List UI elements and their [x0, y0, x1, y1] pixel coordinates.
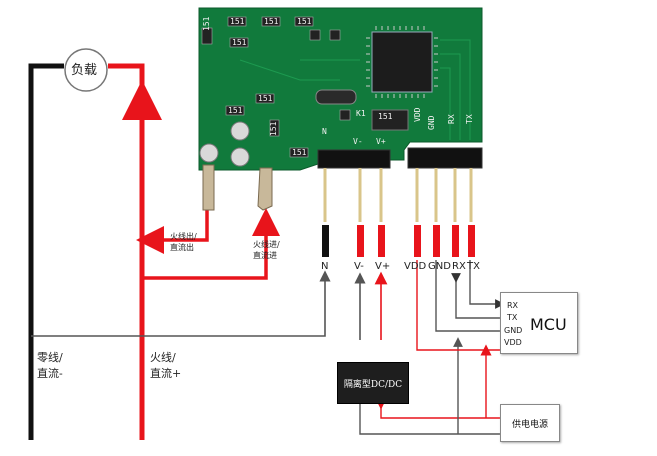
load-out-wire	[108, 63, 145, 440]
pin-label-vminus: V-	[354, 261, 364, 272]
silk-rx: RX	[447, 114, 456, 124]
mcu-pin-gnd: GND	[504, 326, 523, 335]
pcb-ic	[371, 31, 433, 93]
pin-label-rx: RX	[452, 261, 466, 272]
pcb-terminal-2	[230, 147, 250, 167]
tx-wire	[469, 260, 505, 309]
load-circle	[64, 48, 108, 92]
metal-terminal-out	[202, 164, 215, 211]
neutral-label-1: 零线/	[37, 351, 63, 364]
chip-code: 151	[378, 112, 393, 121]
n-feed-wire	[31, 270, 331, 337]
chip-code: 151	[232, 38, 247, 47]
pin-sleeve-n	[322, 225, 329, 257]
pcb-module	[198, 7, 483, 222]
pin-label-vplus: V+	[375, 261, 391, 272]
dcdc-box: 隔离型DC/DC	[337, 362, 409, 404]
silk-vdd: VDD	[413, 107, 422, 122]
dcdc-gnd-in	[359, 404, 500, 435]
dcdc-label: 隔离型DC/DC	[343, 379, 403, 390]
load-label: 负载	[71, 63, 98, 78]
pcb-crystal	[315, 89, 357, 105]
live-in-label-2: 直流进	[253, 251, 277, 260]
pin-sleeve-vplus	[378, 225, 385, 257]
pin-label-tx: TX	[467, 261, 480, 272]
pin-label-vdd: VDD	[404, 261, 427, 272]
dcdc-vdd-in	[375, 398, 500, 419]
pin-label-gnd: GND	[428, 261, 451, 272]
pin-sleeve-tx	[468, 225, 475, 257]
chip-code: 151	[202, 16, 211, 31]
live-label-1: 火线/	[150, 351, 176, 364]
power-box: 供电电源	[500, 404, 560, 442]
live-in-label-1: 火线进/	[253, 240, 280, 249]
chip-code: 151	[292, 148, 307, 157]
live-label-2: 直流+	[150, 367, 182, 380]
pin-sleeve-vminus	[357, 225, 364, 257]
chip-code: 151	[269, 121, 278, 136]
pin-sleeve-gnd	[433, 225, 440, 257]
pin-label-n: N	[321, 261, 329, 272]
power-label: 供电电源	[511, 419, 548, 430]
neutral-wire	[28, 63, 64, 440]
chip-code: 151	[258, 94, 273, 103]
silk-k1: K1	[356, 109, 366, 118]
gnd-wire	[435, 260, 500, 332]
live-out-wire	[136, 208, 209, 254]
pcb-terminal-1	[230, 121, 250, 141]
mcu-label: MCU	[530, 315, 567, 334]
silk-vplus: V+	[376, 137, 386, 146]
live-out-label-1: 火线出/	[170, 232, 197, 241]
silk-n: N	[322, 127, 327, 136]
live-out-label-2: 直流出	[170, 243, 194, 252]
chip-code: 151	[228, 106, 243, 115]
vdd-wire	[416, 260, 500, 351]
pcb-small-ic	[371, 109, 409, 131]
pin-sleeve-vdd	[414, 225, 421, 257]
header-right	[407, 147, 483, 169]
live-in-wire	[142, 208, 280, 280]
silk-gnd: GND	[427, 115, 436, 130]
metal-terminal-in	[257, 167, 273, 211]
pin-sleeve-rx	[452, 225, 459, 257]
mcu-box: MCU RX TX GND VDD	[500, 292, 578, 354]
neutral-label-2: 直流-	[37, 367, 63, 380]
chip-code: 151	[297, 17, 312, 26]
header-left	[317, 149, 391, 169]
silk-vminus: V-	[353, 137, 363, 146]
rx-wire	[451, 273, 500, 319]
silk-tx: TX	[465, 114, 474, 124]
chip-code: 151	[230, 17, 245, 26]
pcb-terminal-3	[199, 143, 219, 163]
mcu-pin-rx: RX	[507, 301, 519, 310]
mcu-pin-tx: TX	[507, 313, 518, 322]
chip-code: 151	[264, 17, 279, 26]
mcu-pin-vdd: VDD	[504, 338, 522, 347]
